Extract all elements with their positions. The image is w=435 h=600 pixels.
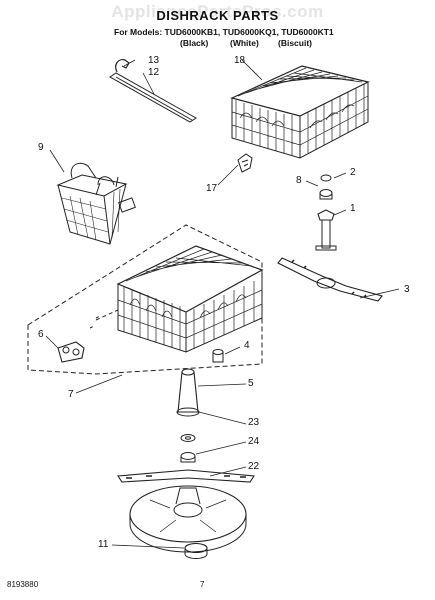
document-number: 8193880 bbox=[7, 580, 39, 589]
callout-5: 5 bbox=[248, 378, 254, 389]
callout-22: 22 bbox=[248, 461, 260, 472]
variant-black: (Black) bbox=[180, 38, 209, 48]
variant-white: (White) bbox=[230, 38, 259, 48]
leader-lines bbox=[45, 59, 400, 549]
callout-9: 9 bbox=[38, 142, 44, 153]
callout-13: 13 bbox=[148, 55, 160, 66]
roller-drawing bbox=[212, 349, 224, 363]
silverware-basket-drawing bbox=[56, 162, 136, 245]
callout-23: 23 bbox=[248, 417, 260, 428]
callout-1: 1 bbox=[350, 203, 356, 214]
rack-rail-drawing bbox=[109, 59, 197, 123]
callout-18: 18 bbox=[234, 55, 246, 66]
callout-11: 11 bbox=[98, 539, 109, 550]
upper-spray-assembly-drawing bbox=[277, 174, 383, 302]
callout-24: 24 bbox=[248, 436, 260, 447]
callout-6: 6 bbox=[38, 329, 44, 340]
variant-biscuit: (Biscuit) bbox=[278, 38, 312, 48]
callout-4: 4 bbox=[244, 340, 250, 351]
lower-rack-drawing bbox=[27, 224, 264, 375]
watermark: AppliancePartsPros.com bbox=[111, 2, 324, 21]
page-title: DISHRACK PARTS bbox=[156, 8, 279, 23]
page-number: 7 bbox=[200, 580, 205, 589]
callout-7: 7 bbox=[68, 389, 74, 400]
clip-drawing bbox=[237, 153, 253, 173]
lower-spray-assembly-drawing bbox=[117, 368, 255, 559]
callout-3: 3 bbox=[404, 284, 410, 295]
callout-8: 8 bbox=[296, 175, 302, 186]
upper-rack-drawing bbox=[230, 65, 370, 159]
callout-12: 12 bbox=[148, 67, 160, 78]
callout-2: 2 bbox=[350, 167, 356, 178]
wheel-bracket-drawing bbox=[57, 341, 85, 363]
callout-17: 17 bbox=[206, 183, 218, 194]
models-line: For Models: TUD6000KB1, TUD6000KQ1, TUD6… bbox=[114, 27, 334, 37]
